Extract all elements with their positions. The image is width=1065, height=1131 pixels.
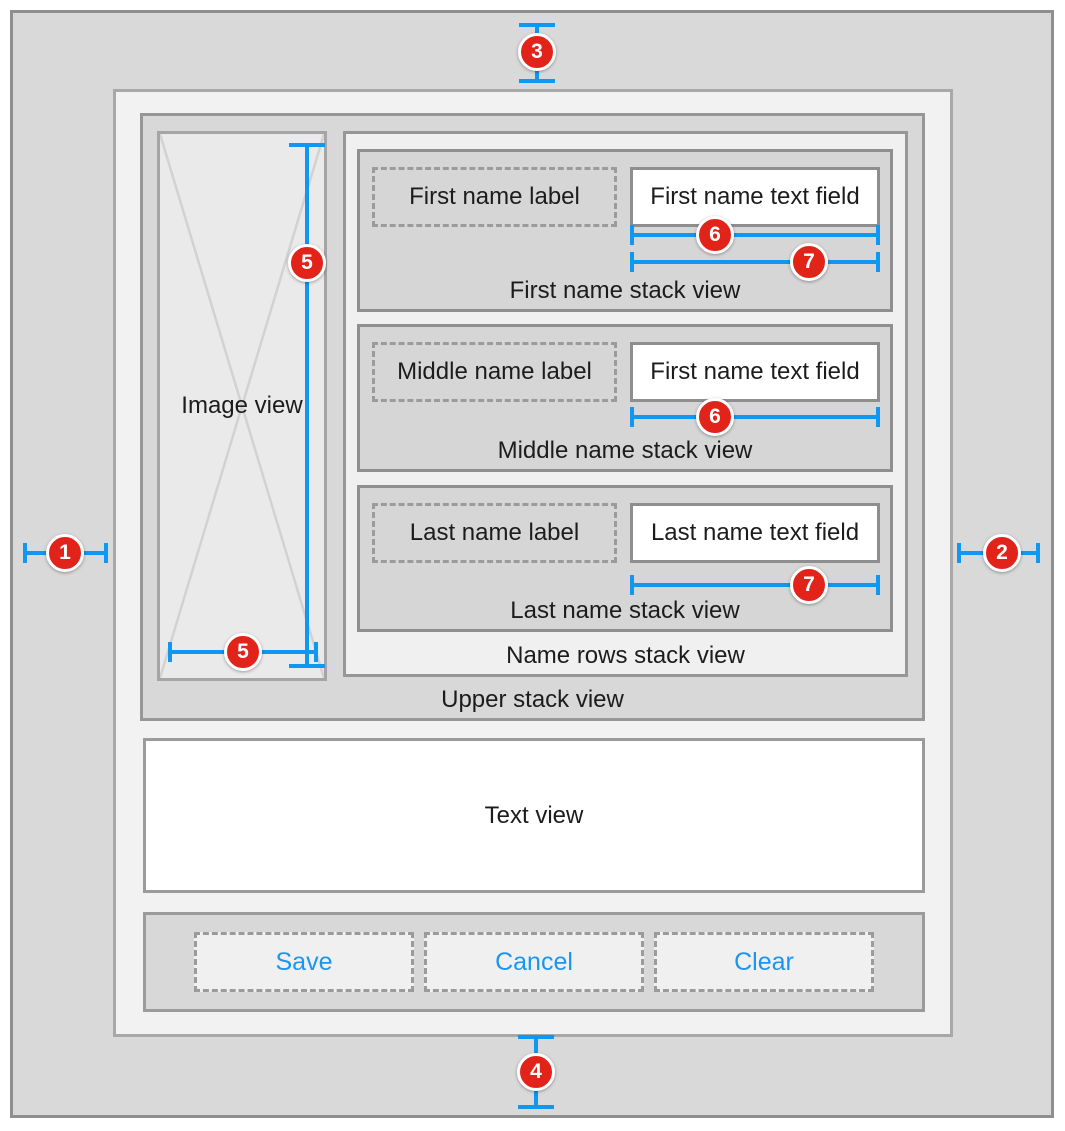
last-name-stack-caption: Last name stack view — [510, 597, 740, 624]
dimension-line — [305, 143, 309, 668]
save-button-label: Save — [275, 947, 333, 976]
save-button[interactable]: Save — [194, 932, 414, 992]
dimension-line — [630, 260, 880, 264]
clear-button-label: Clear — [734, 947, 794, 976]
dim-top-margin: 3 — [518, 23, 556, 83]
dimension-tick — [518, 1035, 554, 1039]
dimension-tick — [289, 143, 325, 147]
constraint-badge-top: 3 — [518, 33, 556, 71]
first-name-label-text: First name label — [409, 183, 580, 210]
dimension-tick — [630, 407, 634, 427]
last-name-label-text: Last name label — [409, 519, 580, 546]
constraint-badge-first-row-7: 7 — [790, 243, 828, 281]
dimension-tick — [630, 575, 634, 595]
dimension-tick — [876, 252, 880, 272]
text-view[interactable]: Text view — [143, 738, 925, 893]
dimension-tick — [630, 252, 634, 272]
dim-middle-field-width: 6 — [630, 398, 880, 436]
dim-last-field-width: 7 — [630, 566, 880, 604]
dimension-tick — [957, 543, 961, 563]
dimension-tick — [519, 23, 555, 27]
middle-name-text-field[interactable]: First name text field — [630, 342, 880, 402]
dim-first-field-width-b: 7 — [630, 243, 880, 281]
middle-name-label-text: Middle name label — [397, 358, 592, 385]
dim-image-width: 5 — [168, 633, 318, 671]
last-name-text-field-text: Last name text field — [650, 519, 860, 546]
text-view-label: Text view — [484, 801, 584, 829]
cancel-button[interactable]: Cancel — [424, 932, 644, 992]
dimension-tick — [314, 642, 318, 662]
name-rows-caption: Name rows stack view — [506, 642, 745, 669]
last-name-label: Last name label — [372, 503, 617, 563]
dimension-tick — [1036, 543, 1040, 563]
constraint-badge-first-row-6: 6 — [696, 216, 734, 254]
first-name-stack-caption: First name stack view — [509, 277, 741, 304]
dimension-tick — [519, 79, 555, 83]
dimension-tick — [168, 642, 172, 662]
dimension-tick — [518, 1105, 554, 1109]
constraint-badge-image-height: 5 — [288, 244, 326, 282]
button-stack-view: Save Cancel Clear — [143, 912, 925, 1012]
first-name-stack-view: First name label First name text field 6… — [357, 149, 893, 312]
dimension-line — [630, 583, 880, 587]
dim-image-height: 5 — [288, 143, 326, 668]
middle-name-stack-caption: Middle name stack view — [497, 437, 753, 464]
dimension-tick — [23, 543, 27, 563]
cancel-button-label: Cancel — [495, 947, 573, 976]
constraint-badge-image-width: 5 — [224, 633, 262, 671]
middle-name-stack-view: Middle name label First name text field … — [357, 324, 893, 472]
constraint-badge-trailing: 2 — [983, 534, 1021, 572]
dim-first-field-width-a: 6 — [630, 216, 880, 254]
constraint-badge-bottom: 4 — [517, 1053, 555, 1091]
dimension-tick — [104, 543, 108, 563]
constraint-badge-middle-row-6: 6 — [696, 398, 734, 436]
dimension-tick — [876, 575, 880, 595]
dimension-tick — [630, 225, 634, 245]
clear-button[interactable]: Clear — [654, 932, 874, 992]
constraint-badge-last-row-7: 7 — [790, 566, 828, 604]
upper-stack-caption: Upper stack view — [441, 686, 624, 713]
dim-leading-margin: 1 — [23, 534, 108, 572]
last-name-stack-view: Last name label Last name text field 7 L… — [357, 485, 893, 632]
constraint-badge-leading: 1 — [46, 534, 84, 572]
dimension-tick — [289, 664, 325, 668]
last-name-text-field[interactable]: Last name text field — [630, 503, 880, 563]
dimension-tick — [876, 225, 880, 245]
dim-bottom-margin: 4 — [517, 1035, 555, 1109]
dimension-line — [630, 415, 880, 419]
dimension-line — [630, 233, 880, 237]
image-placeholder-x-icon — [160, 134, 324, 678]
first-name-text-field[interactable]: First name text field — [630, 167, 880, 227]
middle-name-label: Middle name label — [372, 342, 617, 402]
dim-trailing-margin: 2 — [957, 534, 1040, 572]
first-name-label: First name label — [372, 167, 617, 227]
first-name-text-field-text: First name text field — [650, 183, 860, 210]
middle-name-text-field-text: First name text field — [650, 358, 860, 385]
dimension-tick — [876, 407, 880, 427]
image-view: Image view 5 5 — [157, 131, 327, 681]
image-view-label: Image view — [181, 392, 303, 419]
